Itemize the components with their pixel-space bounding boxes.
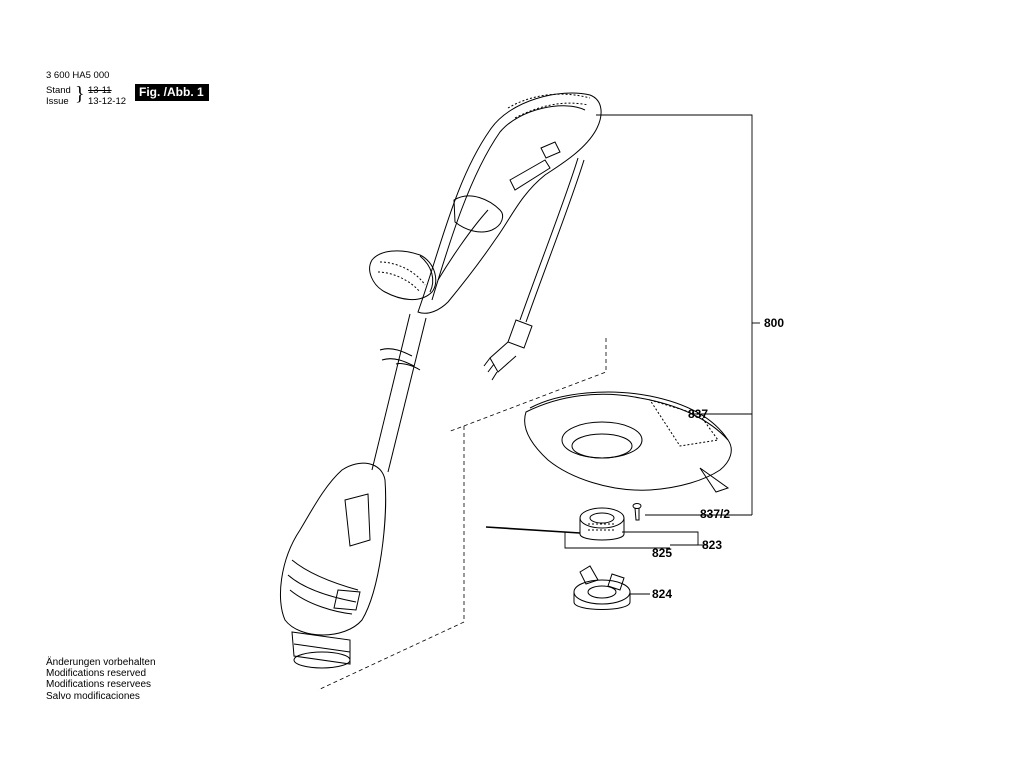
callout-837-2: 837/2 <box>700 507 730 521</box>
trimmer-shaft <box>371 313 427 473</box>
figure-label: Fig. /Abb. 1 <box>135 84 209 101</box>
stand-label: Stand <box>46 85 71 96</box>
brace-symbol: } <box>75 83 85 105</box>
auxiliary-handle <box>369 250 437 300</box>
power-cable <box>483 157 585 381</box>
callout-labels: 800 837 837/2 823 825 824 <box>652 316 784 601</box>
callout-823: 823 <box>702 538 722 552</box>
callout-837: 837 <box>688 407 708 421</box>
note-es: Salvo modificaciones <box>46 690 140 702</box>
modification-notes: Änderungen vorbehalten Modifications res… <box>46 657 156 702</box>
note-de: Änderungen vorbehalten <box>46 657 156 668</box>
assembly-axis-lines <box>317 338 607 691</box>
trimmer-handle <box>417 92 602 314</box>
stand-date: 13-11 <box>88 85 112 96</box>
spool-cap-824 <box>573 565 631 610</box>
callout-824: 824 <box>652 587 672 601</box>
screw-837-2 <box>632 503 642 521</box>
motor-housing <box>279 462 387 669</box>
note-en: Modifications reserved <box>46 668 147 680</box>
callout-leaders <box>564 114 760 595</box>
callout-800: 800 <box>764 316 784 330</box>
guard-837 <box>524 391 732 493</box>
callout-825: 825 <box>652 546 672 560</box>
note-fr: Modifications reservees <box>46 679 152 691</box>
spool-823 <box>485 507 625 541</box>
issue-label: Issue <box>46 96 69 107</box>
part-number: 3 600 HA5 000 <box>46 70 110 81</box>
issue-date: 13-12-12 <box>88 96 127 107</box>
